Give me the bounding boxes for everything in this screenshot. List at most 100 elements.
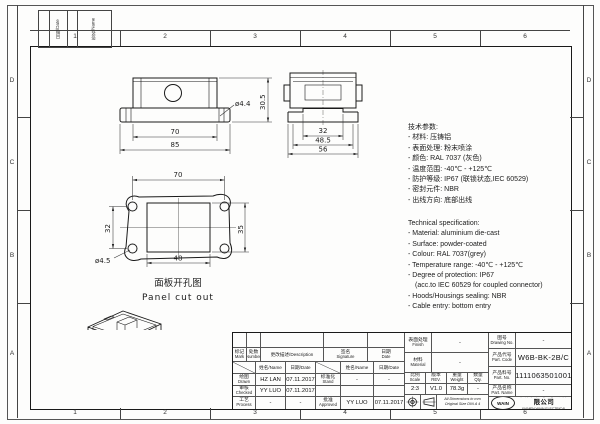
label-cn: 产品代号: [492, 352, 512, 358]
corner-cell: 日期/Date: [49, 11, 68, 47]
zone-number: 5: [433, 33, 437, 40]
tb-diag: [233, 362, 256, 374]
zone-number: 1: [73, 33, 77, 40]
label-cn: 产品料号: [492, 370, 512, 376]
spec-line: - 颜色: RAL 7037 (灰色): [408, 155, 482, 163]
wain-logo: WAIN: [491, 397, 515, 409]
tb-qty-label: 数量 Qty.: [468, 373, 489, 384]
tb-empty: [368, 333, 405, 348]
label-en: Drawn: [237, 378, 251, 384]
zone-number: 2: [163, 33, 167, 40]
corner-cell: [67, 11, 78, 47]
corner-reference-table: 日期/Date 签名/Name: [38, 10, 112, 48]
zone-tick: [17, 210, 30, 211]
label-en: Stand: [322, 378, 334, 384]
tb-stand-date: -: [374, 374, 405, 386]
zone-tick: [570, 303, 583, 304]
tb-checked-name: YY LUO: [256, 386, 286, 397]
side-view-dimensions: [287, 114, 359, 158]
spec-en-block: Technical specification: - Material: alu…: [408, 219, 573, 313]
tb-company-cell: WAIN 厦门唯恩电气有限公司 XIAMEN WAIN ELECTRICAL C…: [489, 397, 571, 409]
company-en: XIAMEN WAIN ELECTRICAL CO.LTD: [521, 406, 567, 409]
dim-cutout-width: 48: [174, 255, 183, 263]
tb-finish-label: 表面处理 Finish: [405, 333, 432, 353]
corner-cell: [39, 11, 50, 47]
tb-empty: [247, 333, 261, 348]
dim-side-inner: 32: [319, 127, 328, 135]
zone-letter: B: [586, 252, 592, 259]
label-en: Approved: [319, 402, 337, 408]
corner-label: 签名/Name: [90, 17, 96, 41]
front-view: [119, 77, 231, 123]
corner-label: 日期/Date: [55, 19, 60, 39]
label-cn: 批准: [323, 398, 333, 404]
spec-line: - 密封元件: NBR: [408, 186, 459, 194]
spec-line: Technical specification:: [408, 220, 480, 227]
zone-letter: D: [9, 77, 15, 84]
label: 姓名/Name: [259, 364, 282, 370]
zone-tick: [570, 210, 583, 211]
cutout-view: [120, 193, 236, 261]
zone-number: 5: [433, 409, 437, 416]
spec-line: - 表面处理: 粉末喷涂: [408, 144, 473, 152]
tb-rev-value: V1.0: [426, 384, 447, 395]
label: 日期/Date: [290, 364, 311, 370]
label-cn: 重量: [452, 373, 462, 379]
tb-approved-name: YY LUO: [341, 397, 374, 409]
zone-tick: [390, 30, 391, 46]
tb-mark-header: 标记 Mark: [233, 348, 247, 362]
zone-tick: [17, 117, 30, 118]
dim-front-hole: ø4.4: [235, 100, 251, 108]
spec-line: - 出线方向: 底部出线: [408, 196, 473, 204]
tb-approved-label: 批准 Approved: [316, 397, 341, 409]
label-en: Material: [410, 361, 426, 367]
tb-date-subheader: 日期/Date: [286, 362, 316, 374]
tb-process-label: 工艺 Process: [233, 397, 256, 409]
dim-cutout-height: 35: [237, 225, 245, 234]
label-en: Checked: [235, 390, 253, 396]
label-cn: 产品名称: [492, 385, 512, 391]
tb-process-name: -: [256, 397, 286, 409]
tb-stand-name: -: [341, 374, 374, 386]
tb-empty: [341, 386, 374, 397]
note-line: Original Size DIN A 4: [444, 402, 481, 406]
tb-part-code-label: 产品代号 Part. Code: [489, 349, 516, 367]
tb-part-no-value: 1111063501001: [516, 367, 571, 385]
tb-checked-label: 审核 Checked: [233, 386, 256, 397]
tb-checked-date: 07.11.2017: [286, 386, 316, 397]
zone-number: 3: [253, 409, 257, 416]
zone-number: 6: [523, 33, 527, 40]
tb-weight-value: 78.3g: [447, 384, 468, 395]
dim-cutout-hole: ø4.5: [95, 257, 110, 265]
dim-side-outer: 56: [319, 146, 328, 154]
spec-line: 技术参数:: [408, 124, 438, 131]
label-en: Process: [236, 402, 252, 408]
tb-approved-date: 07.11.2017: [374, 397, 405, 409]
label: 更改描述/Description: [270, 351, 314, 357]
front-view-dimensions: [119, 77, 272, 154]
company-cn: 厦门唯恩电气有限公司: [520, 397, 568, 406]
label-cn: 绘图: [239, 374, 249, 380]
label-cn: 标准化: [320, 374, 336, 380]
projection-symbol-side-icon: [421, 395, 437, 409]
tb-material-value: -: [432, 353, 489, 373]
label-en: Mark: [234, 353, 245, 359]
spec-line: - Material: aluminium die-cast: [408, 230, 500, 238]
label-cn: 材料: [413, 357, 423, 363]
label-en: Signature: [336, 353, 355, 359]
label-cn: 比例: [410, 373, 420, 379]
spec-line: - 材料: 压铸铝: [408, 134, 452, 142]
tb-rev-label: 版本 REV.: [426, 373, 447, 384]
label-cn: 图号: [497, 335, 507, 341]
dim-side-mid: 48.5: [315, 137, 331, 145]
zone-number: 1: [73, 409, 77, 416]
tb-drawn-name: HZ LAN: [256, 374, 286, 386]
tb-name-subheader: 姓名/Name: [341, 362, 374, 374]
zone-tick: [390, 408, 391, 419]
spec-cn-block: 技术参数: - 材料: 压铸铝 - 表面处理: 粉末喷涂 - 颜色: RAL 7…: [408, 123, 573, 206]
dim-cutout-vspan: 32: [104, 224, 112, 233]
tb-date-header: 日期 Date: [368, 348, 405, 362]
tb-drawn-date: 07.11.2017: [286, 374, 316, 386]
label-cn: 签名: [340, 349, 351, 355]
zone-letter: C: [586, 159, 592, 166]
